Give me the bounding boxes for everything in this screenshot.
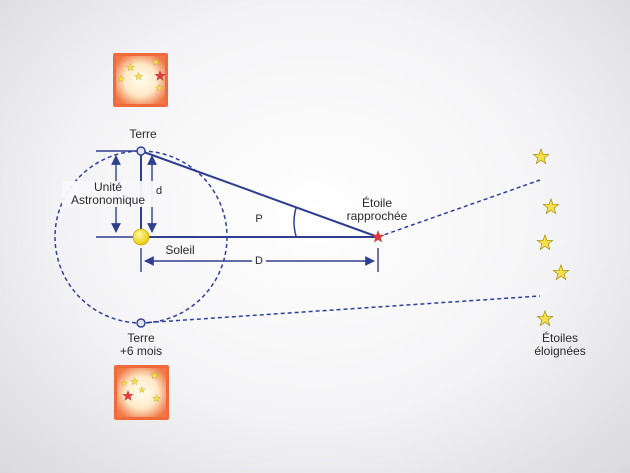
label-distance: D	[252, 255, 266, 268]
yellow-star-icon	[542, 198, 560, 215]
label-sun: Soleil	[165, 243, 195, 257]
label-au-line1: Unité	[93, 180, 122, 194]
yellow-star-icon	[536, 310, 554, 327]
parallax-angle-arc	[293, 207, 297, 237]
red-star-icon	[371, 230, 385, 243]
yellow-star-icon	[536, 234, 554, 251]
label-p: P	[255, 213, 263, 225]
label-earth-top: Terre	[129, 127, 157, 141]
earth-dot-icon	[136, 146, 146, 156]
label-astronomical-unit: Unité Astronomique	[62, 181, 154, 207]
label-near-star-line1: Étoile	[361, 196, 393, 210]
label-far-stars-line1: Étoiles	[541, 331, 579, 345]
label-far-stars-line2: éloignées	[534, 344, 586, 358]
star-field-panel-top	[113, 53, 168, 107]
label-earth-bottom: Terre +6 mois	[112, 332, 170, 358]
label-au-line2: Astronomique	[70, 193, 146, 207]
yellow-star-icon	[552, 264, 570, 281]
far-stars	[532, 148, 570, 327]
yellow-star-icon	[532, 148, 550, 165]
label-d: d	[155, 185, 163, 197]
sight-line-top	[140, 150, 379, 238]
earth-dot-icon	[136, 318, 146, 328]
label-far-stars: Étoiles éloignées	[522, 332, 598, 358]
star-field-panel-bottom	[114, 365, 169, 420]
label-earth-bottom-line1: Terre	[127, 331, 155, 345]
label-near-star: Étoile rapprochée	[336, 197, 418, 223]
sight-line-bottom	[140, 295, 541, 324]
sight-line-extension	[377, 179, 541, 238]
label-near-star-line2: rapprochée	[346, 209, 408, 223]
label-earth-bottom-line2: +6 mois	[119, 344, 163, 358]
sun-icon	[132, 228, 150, 246]
